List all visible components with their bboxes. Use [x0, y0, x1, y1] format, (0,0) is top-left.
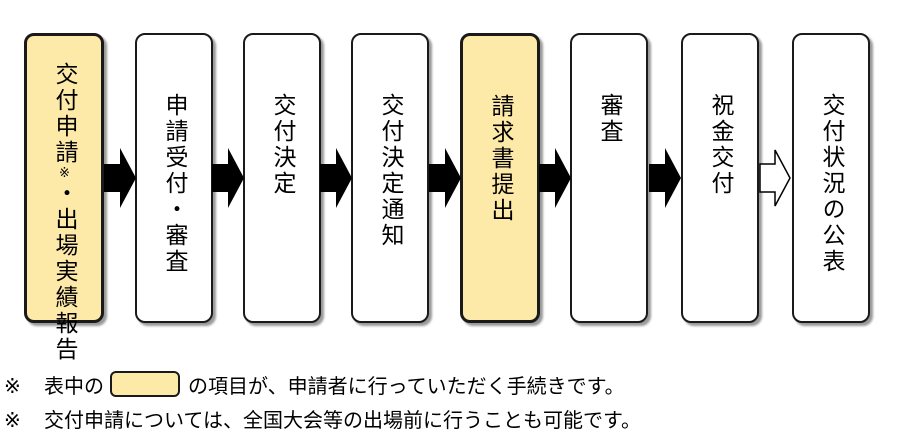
step-label: 交付申請※・出場実績報告: [51, 62, 77, 363]
note-line-2: ※ 交付申請については、全国大会等の出場前に行うことも可能です。: [4, 404, 641, 433]
step-label: 請求書提出: [487, 94, 513, 224]
note-marker: ※: [4, 374, 21, 398]
arrow-right-icon: [212, 148, 244, 208]
note-suffix: の項目が、申請者に行っていただく手続きです。: [188, 374, 625, 398]
note-marker: ※: [57, 166, 72, 181]
step-box-grant-payment: 祝金交付: [681, 33, 759, 323]
step-label: 交付状況の公表: [818, 93, 844, 275]
step-label: 祝金交付: [707, 93, 733, 197]
note-line-1: ※ 表中の の項目が、申請者に行っていただく手続きです。: [4, 370, 625, 399]
step-label: 審査: [596, 93, 622, 145]
step-box-invoice-submission: 請求書提出: [460, 33, 540, 323]
step-box-decision-notice: 交付決定通知: [351, 33, 429, 323]
legend-swatch: [110, 371, 180, 397]
step-box-grant-application: 交付申請※・出場実績報告: [24, 33, 104, 363]
step-box-review: 審査: [570, 33, 648, 323]
note-prefix: 表中の: [44, 374, 104, 398]
arrow-right-outline-icon: [759, 149, 791, 207]
step-box-public-announcement: 交付状況の公表: [792, 33, 870, 323]
step-label: 申請受付・審査: [161, 93, 187, 275]
arrow-right-icon: [429, 148, 461, 208]
step-box-receipt-review: 申請受付・審査: [135, 33, 213, 323]
note-marker: ※: [4, 408, 21, 432]
step-label: 交付決定: [269, 93, 295, 197]
step-label: 交付決定通知: [377, 93, 403, 249]
arrow-right-icon: [539, 148, 571, 208]
step-box-grant-decision: 交付決定: [243, 33, 321, 323]
note-text: 交付申請については、全国大会等の出場前に行うことも可能です。: [44, 408, 641, 432]
arrow-right-icon: [104, 148, 136, 208]
arrow-right-icon: [320, 148, 352, 208]
arrow-right-icon: [649, 148, 681, 208]
